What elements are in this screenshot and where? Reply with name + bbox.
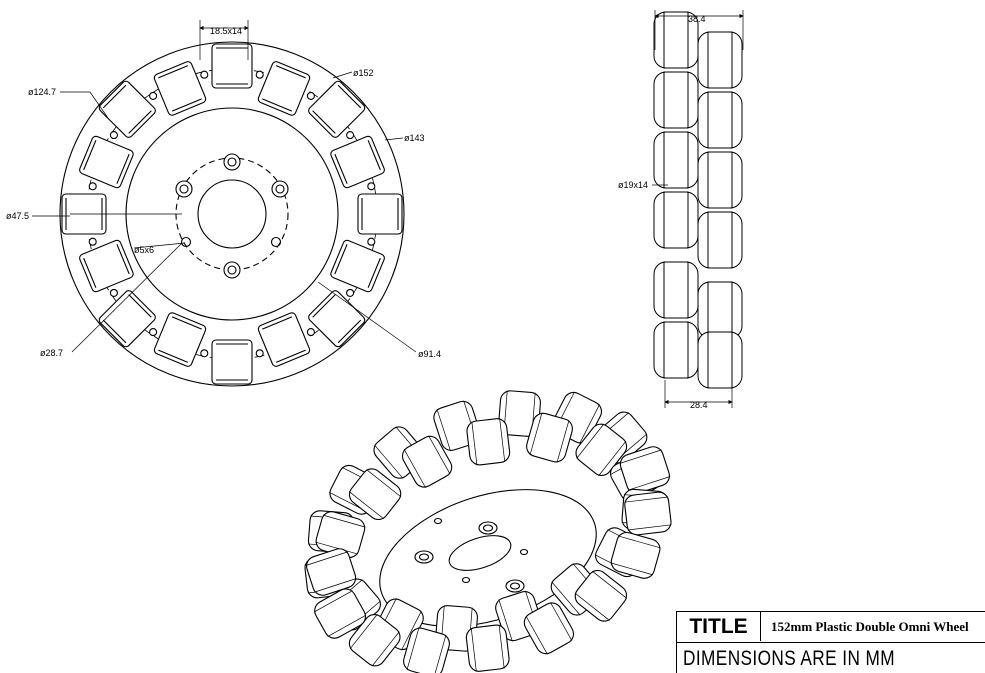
side-roller — [697, 211, 743, 269]
iso-roller — [466, 418, 511, 466]
iso-roller — [526, 412, 573, 463]
side-view — [653, 11, 743, 389]
iso-roller — [574, 569, 628, 622]
roller — [98, 290, 156, 348]
roller — [330, 135, 385, 189]
front-rollers — [61, 43, 403, 385]
roller — [79, 135, 134, 189]
roller — [257, 61, 311, 116]
bolt-circle — [175, 157, 289, 271]
dim-dia-143: ø143 — [404, 133, 425, 143]
roller — [211, 339, 253, 385]
dim-side-roller: ø19x14 — [618, 180, 648, 190]
roller — [153, 312, 207, 367]
title-row: TITLE 152mm Plastic Double Omni Wheel — [677, 612, 985, 643]
roller — [357, 193, 403, 235]
outer-circle — [59, 41, 405, 387]
roller — [308, 80, 366, 138]
iso-roller — [619, 446, 671, 494]
iso-roller — [575, 423, 628, 476]
iso-roller — [401, 435, 453, 488]
iso-roller — [523, 602, 575, 655]
roller — [330, 239, 385, 293]
dim-roller-width: 18.5x14 — [210, 26, 242, 36]
side-roller — [653, 261, 699, 319]
side-roller — [653, 11, 699, 69]
dim-hub-width: 28.4 — [690, 400, 708, 410]
side-roller — [697, 91, 743, 149]
iso-roller — [624, 491, 672, 536]
iso-roller — [315, 511, 366, 559]
iso-roller — [348, 468, 402, 521]
dim-side-width: 38.4 — [688, 14, 706, 24]
center-bore — [197, 179, 267, 249]
side-roller — [697, 31, 743, 89]
side-roller — [653, 191, 699, 249]
dim-dia-28-7: ø28.7 — [40, 348, 63, 358]
iso-roller — [403, 627, 450, 673]
dim-hole-5x6: ø5x6 — [134, 245, 154, 255]
dim-dia-47-5: ø47.5 — [6, 211, 29, 221]
units-note: DIMENSIONS ARE IN MM — [683, 647, 895, 670]
iso-roller — [465, 624, 510, 672]
roller — [257, 312, 311, 367]
side-roller — [697, 331, 743, 389]
title-value: 152mm Plastic Double Omni Wheel — [771, 619, 969, 634]
dim-dia-124-7: ø124.7 — [28, 87, 56, 97]
roller — [308, 290, 366, 348]
bolt-holes — [175, 153, 289, 279]
side-roller — [697, 151, 743, 209]
dim-dia-91-4: ø91.4 — [418, 349, 441, 359]
front-view — [59, 41, 405, 387]
iso-roller — [348, 614, 401, 667]
iso-roller — [610, 531, 661, 579]
side-rollers — [653, 11, 743, 389]
isometric-view — [304, 390, 672, 673]
roller — [98, 80, 156, 138]
side-roller — [653, 321, 699, 379]
roller — [153, 61, 207, 116]
side-roller — [653, 71, 699, 129]
dim-dia-152: ø152 — [353, 68, 374, 78]
side-dimensions — [652, 10, 744, 408]
iso-roller — [313, 588, 367, 639]
iso-roller — [305, 548, 357, 596]
iso-front-rollers — [305, 446, 672, 673]
side-roller — [653, 131, 699, 189]
front-dimensions — [32, 20, 417, 353]
title-block: TITLE 152mm Plastic Double Omni Wheel DI… — [676, 611, 985, 673]
side-roller — [697, 281, 743, 339]
roller — [211, 43, 253, 89]
iso-bolts — [414, 517, 529, 593]
iso-center-bore — [448, 535, 512, 571]
roller — [79, 239, 134, 293]
title-label: TITLE — [677, 612, 761, 641]
